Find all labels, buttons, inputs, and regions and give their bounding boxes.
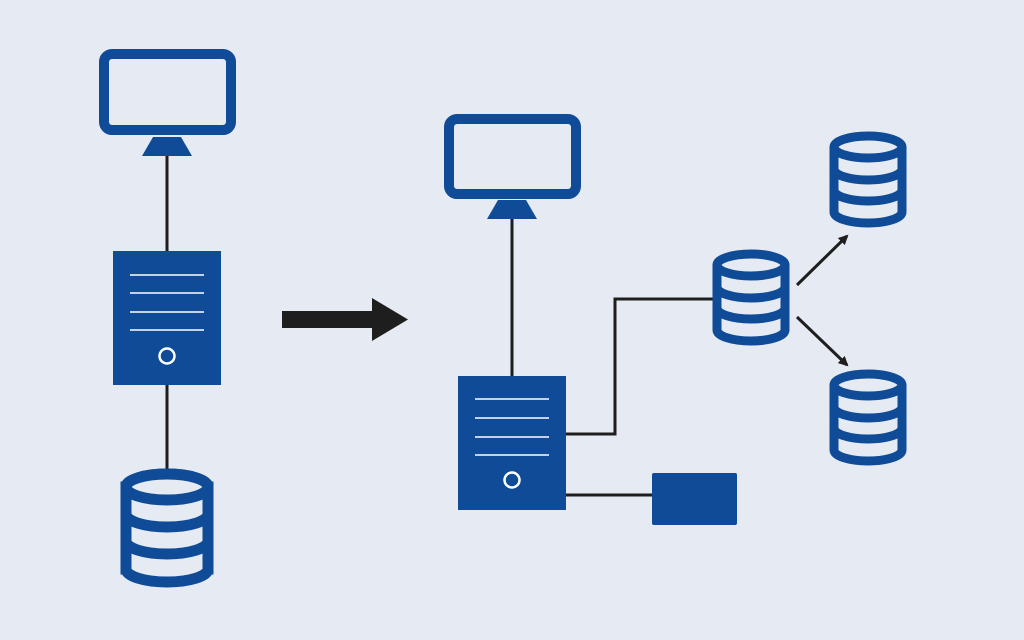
server-primary-db-connector [565, 297, 714, 436]
rectangle-block-icon [652, 473, 737, 525]
server-icon [113, 251, 221, 385]
monitor-icon [444, 114, 581, 219]
monitor-icon [99, 49, 236, 156]
database-icon [120, 468, 214, 588]
after-architecture [444, 114, 907, 525]
database-icon [829, 369, 907, 466]
server-icon [458, 376, 566, 510]
database-icon [829, 131, 907, 228]
before-architecture [99, 49, 236, 588]
database-icon [712, 249, 790, 346]
replication-arrow-bottom [795, 315, 849, 367]
right-arrow-icon [282, 298, 408, 341]
replication-arrow-top [795, 234, 849, 287]
